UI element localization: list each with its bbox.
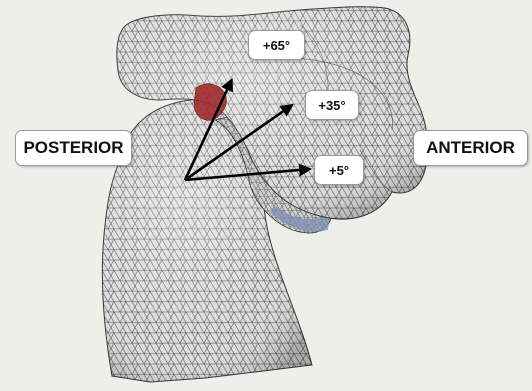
angle-label-35: +35° [305, 90, 359, 120]
angle-label-65: +65° [248, 30, 305, 60]
posterior-label: POSTERIOR [15, 130, 132, 166]
anterior-label: ANTERIOR [413, 130, 528, 166]
angle-label-5: +5° [314, 155, 364, 185]
